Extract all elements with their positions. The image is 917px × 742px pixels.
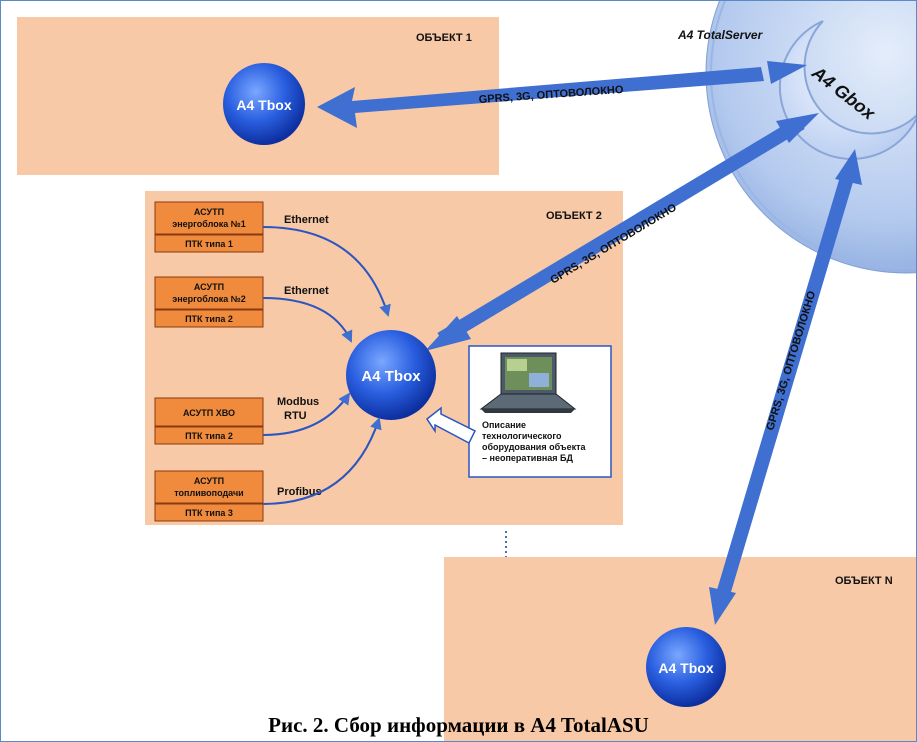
- system-4-title-1: АСУТП: [194, 476, 224, 486]
- system-1: АСУТП энергоблока №1 ПТК типа 1 Ethernet: [154, 201, 391, 317]
- database-line-4: – неоперативная БД: [482, 453, 574, 463]
- tbox-object-n: A4 Tbox: [646, 627, 726, 707]
- system-4: АСУТП топливоподачи ПТК типа 3 Profibus: [154, 417, 382, 522]
- database-line-1: Описание: [482, 420, 526, 430]
- system-1-ptk: ПТК типа 1: [185, 239, 233, 249]
- tbox-1-label: A4 Tbox: [236, 97, 291, 113]
- tbox-2-label: A4 Tbox: [361, 368, 421, 385]
- system-3-protocol-2: RTU: [284, 410, 307, 422]
- system-2: АСУТП энергоблока №2 ПТК типа 2 Ethernet: [154, 276, 353, 343]
- laptop-icon: [479, 352, 577, 413]
- tbox-object-1: A4 Tbox: [223, 63, 305, 145]
- link-n-label: GPRS, 3G, ОПТОВОЛОКНО: [764, 289, 818, 432]
- figure-caption: Рис. 2. Сбор информации в A4 TotalASU: [268, 713, 649, 737]
- database-line-2: технологического: [482, 431, 562, 441]
- database-box: Описание технологического оборудования о…: [468, 345, 612, 478]
- tbox-object-2: A4 Tbox: [346, 330, 436, 420]
- system-1-title-2: энергоблока №1: [172, 219, 246, 229]
- system-2-title-1: АСУТП: [194, 282, 224, 292]
- object-2-title: ОБЪЕКТ 2: [546, 210, 602, 222]
- database-arrow: [425, 406, 477, 445]
- server-label: A4 TotalServer: [677, 28, 764, 42]
- system-4-ptk: ПТК типа 3: [185, 508, 233, 518]
- system-3: АСУТП ХВО ПТК типа 2 Modbus RTU: [154, 392, 351, 445]
- system-2-protocol: Ethernet: [284, 285, 329, 297]
- system-3-title-1: АСУТП ХВО: [183, 408, 235, 418]
- system-3-ptk: ПТК типа 2: [185, 431, 233, 441]
- system-1-protocol: Ethernet: [284, 214, 329, 226]
- database-line-3: оборудования объекта: [482, 442, 586, 452]
- system-4-title-2: топливоподачи: [174, 488, 243, 498]
- system-4-protocol: Profibus: [277, 486, 322, 498]
- object-1-title: ОБЪЕКТ 1: [416, 32, 472, 44]
- object-n-title: ОБЪЕКТ N: [835, 575, 893, 587]
- tbox-n-label: A4 Tbox: [658, 660, 713, 676]
- system-2-title-2: энергоблока №2: [172, 294, 246, 304]
- system-1-title-1: АСУТП: [194, 207, 224, 217]
- system-2-ptk: ПТК типа 2: [185, 314, 233, 324]
- system-3-protocol-1: Modbus: [277, 396, 319, 408]
